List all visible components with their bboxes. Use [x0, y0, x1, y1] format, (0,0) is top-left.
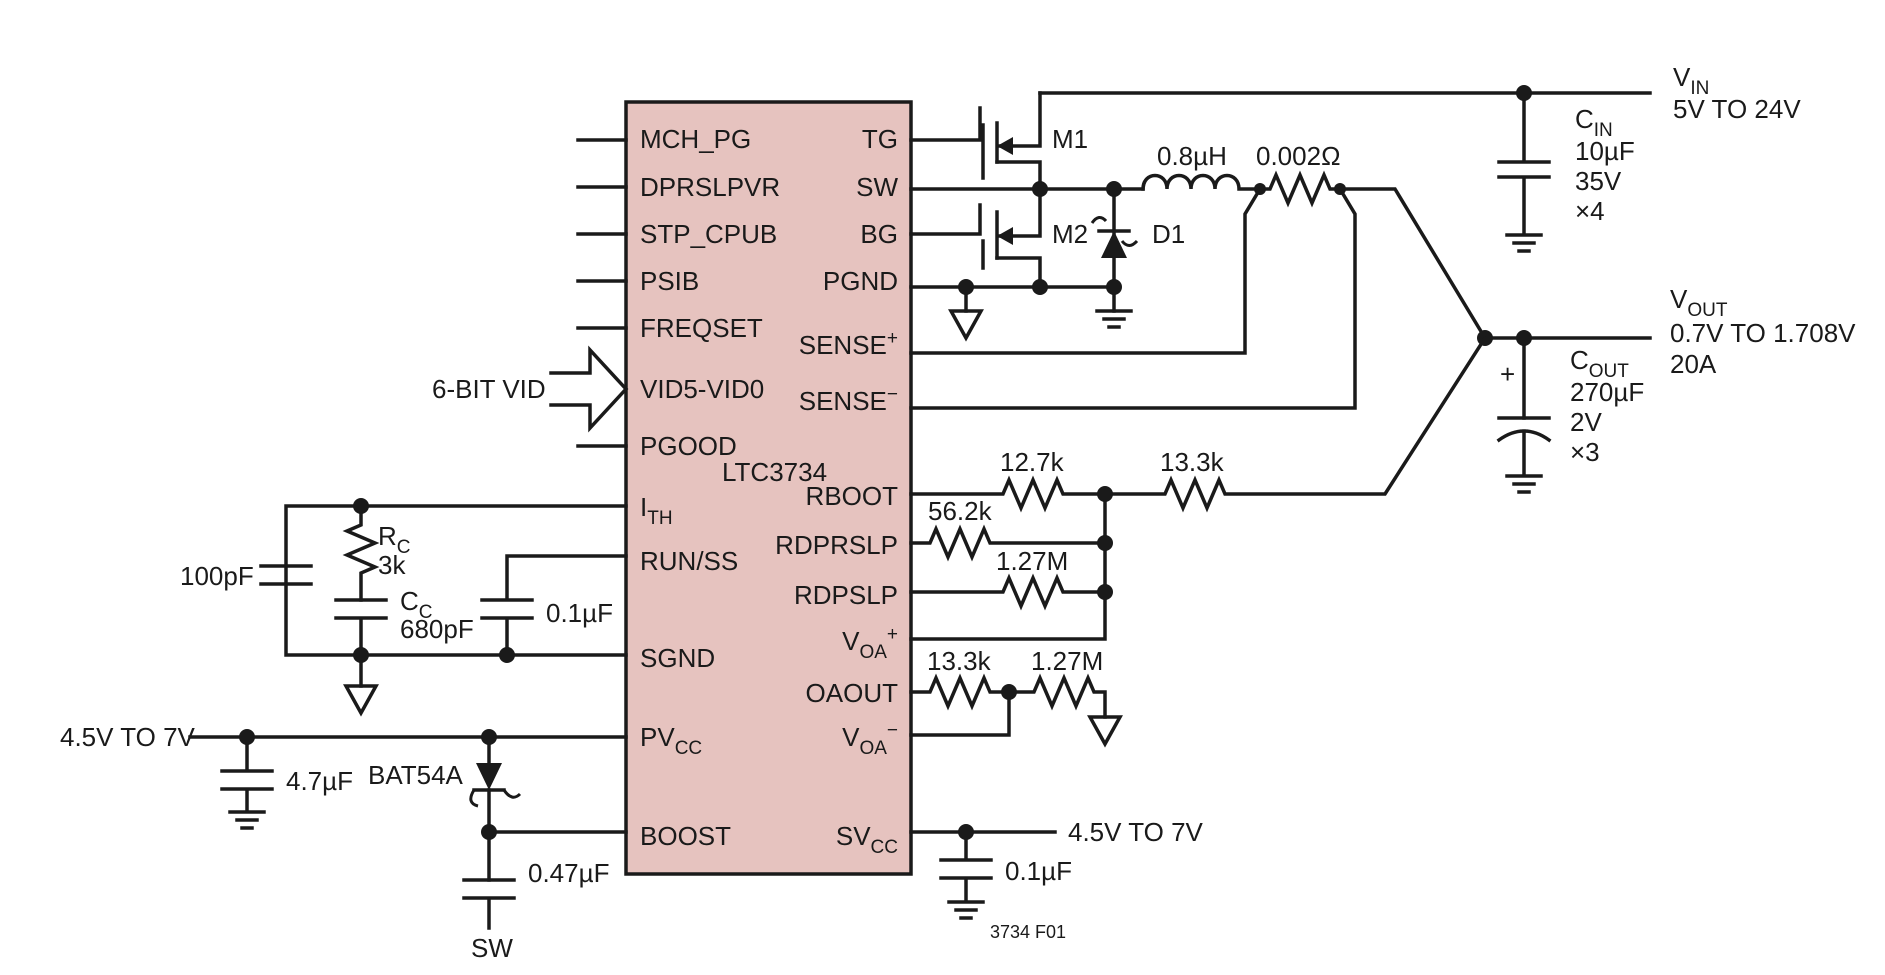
chip-name: LTC3734 — [722, 457, 827, 487]
pin-sense-plus: SENSE+ — [799, 328, 898, 360]
vout-name: VOUT — [1670, 284, 1728, 321]
pin-tg: TG — [862, 124, 898, 154]
c-runss-label: 0.1µF — [546, 598, 613, 628]
r-rdpslp-label: 1.27M — [996, 546, 1068, 576]
cin-capacitor: CIN 10µF 35V ×4 — [1497, 91, 1635, 253]
pin-stp-cpub: STP_CPUB — [640, 219, 777, 249]
cout-count: ×3 — [1570, 437, 1600, 467]
pin-ith: ITH — [640, 492, 673, 529]
c-100p-label: 100pF — [180, 561, 254, 591]
bat54a-label: BAT54A — [368, 760, 464, 790]
pin-run-ss: RUN/SS — [640, 546, 738, 576]
chip-body — [624, 100, 913, 876]
power-stage: M1 M2 D1 — [909, 85, 1652, 342]
pin-vid: VID5-VID0 — [640, 374, 764, 404]
pin-rdpslp: RDPSLP — [794, 580, 898, 610]
inductor-and-rsense: 0.8µH 0.002Ω — [909, 141, 1488, 410]
svcc-network: 4.5V TO 7V 0.1µF — [909, 817, 1204, 920]
pin-oaout: OAOUT — [806, 678, 899, 708]
ltc3734-chip: LTC3734 — [624, 100, 913, 876]
cin-voltage: 35V — [1575, 166, 1622, 196]
vid-input-label: 6-BIT VID — [432, 374, 546, 404]
pin-voa-minus: VOA− — [842, 720, 898, 759]
cout-capacitor: + COUT 270µF 2V ×3 — [1496, 345, 1644, 494]
cout-voltage: 2V — [1570, 407, 1602, 437]
d1-label: D1 — [1152, 219, 1185, 249]
pin-pgood: PGOOD — [640, 431, 737, 461]
vid-bus-arrow: 6-BIT VID — [432, 345, 629, 433]
oaout-network: 13.3k 1.27M — [909, 646, 1123, 748]
pin-voa-plus: VOA+ — [842, 624, 898, 663]
pvcc-boost-network: 4.5V TO 7V 4.7µF BAT54A 0.47µF SW — [60, 722, 628, 963]
pin-pvcc: PVCC — [640, 722, 702, 759]
cin-value: 10µF — [1575, 136, 1635, 166]
cout-name: COUT — [1570, 345, 1629, 382]
pvcc-supply-label: 4.5V TO 7V — [60, 722, 196, 752]
cc-name: CC — [400, 586, 433, 623]
pin-sgnd: SGND — [640, 643, 715, 673]
figure-code: 3734 F01 — [990, 922, 1066, 942]
pin-rboot: RBOOT — [806, 481, 899, 511]
left-pin-labels: MCH_PG DPRSLPVR STP_CPUB PSIB FREQSET VI… — [640, 124, 780, 851]
pin-freqset: FREQSET — [640, 313, 763, 343]
c-svcc-label: 0.1µF — [1005, 856, 1072, 886]
left-pin-stubs — [576, 138, 628, 448]
cin-count: ×4 — [1575, 196, 1605, 226]
vout-range: 0.7V TO 1.708V — [1670, 318, 1856, 348]
rail-labels: VIN 5V TO 24V VOUT 0.7V TO 1.708V 20A — [1670, 62, 1856, 379]
m1-label: M1 — [1052, 124, 1088, 154]
right-pin-labels: TG SW BG PGND SENSE+ SENSE− RBOOT RDPRSL… — [775, 124, 898, 858]
sw-net-label: SW — [471, 933, 513, 963]
feedback-resistor-network: 12.7k 13.3k 56.2k 1.27M — [909, 335, 1488, 641]
vout-current: 20A — [1670, 349, 1717, 379]
pin-svcc: SVCC — [836, 821, 898, 858]
cin-name: CIN — [1575, 104, 1613, 141]
pin-sw: SW — [856, 172, 898, 202]
pin-boost: BOOST — [640, 821, 731, 851]
c-pvcc-label: 4.7µF — [286, 766, 353, 796]
vin-name: VIN — [1673, 62, 1709, 99]
cc-value: 680pF — [400, 614, 474, 644]
inductor-label: 0.8µH — [1157, 141, 1227, 171]
rsense-label: 0.002Ω — [1256, 141, 1341, 171]
r-rdprslp-label: 56.2k — [928, 496, 993, 526]
pin-mch-pg: MCH_PG — [640, 124, 751, 154]
cout-value: 270µF — [1570, 377, 1644, 407]
r-rboot2-label: 13.3k — [1160, 447, 1225, 477]
pin-bg: BG — [860, 219, 898, 249]
r-rboot-label: 12.7k — [1000, 447, 1065, 477]
cout-polarity: + — [1500, 359, 1515, 389]
vin-range: 5V TO 24V — [1673, 94, 1801, 124]
m2-label: M2 — [1052, 219, 1088, 249]
compensation-network: 100pF RC 3k CC 680pF 0.1µF — [180, 498, 628, 717]
pin-pgnd: PGND — [823, 266, 898, 296]
r-oaout-label: 13.3k — [927, 646, 992, 676]
pin-sense-minus: SENSE− — [799, 384, 898, 416]
c-boost-label: 0.47µF — [528, 858, 609, 888]
pin-rdprslp: RDPRSLP — [775, 530, 898, 560]
svcc-supply-label: 4.5V TO 7V — [1068, 817, 1204, 847]
r-oaout2-label: 1.27M — [1031, 646, 1103, 676]
pin-dprslpvr: DPRSLPVR — [640, 172, 780, 202]
rc-name: RC — [378, 521, 411, 558]
rc-value: 3k — [378, 550, 406, 580]
pin-psib: PSIB — [640, 266, 699, 296]
